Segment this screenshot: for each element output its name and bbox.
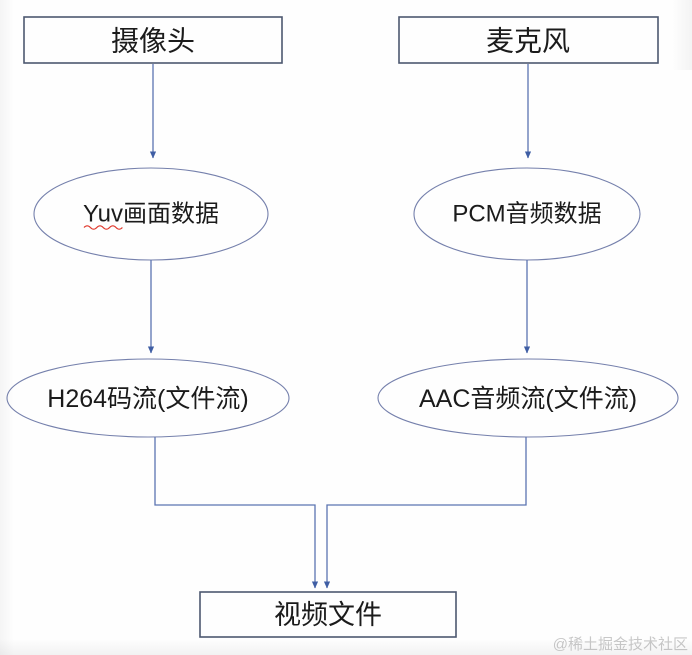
h264-label: H264码流(文件流) bbox=[47, 385, 248, 413]
video-file-label: 视频文件 bbox=[274, 600, 382, 630]
watermark: @稀土掘金技术社区 bbox=[553, 636, 688, 653]
connector-aac-to-video-file bbox=[323, 437, 527, 589]
camera-box bbox=[23, 16, 283, 64]
spellcheck-squiggle-icon bbox=[83, 225, 123, 230]
aac-ellipse bbox=[377, 358, 679, 438]
pcm-label: PCM音频数据 bbox=[452, 201, 601, 228]
microphone-label: 麦克风 bbox=[486, 26, 570, 57]
video-file-box bbox=[199, 591, 457, 638]
camera-label: 摄像头 bbox=[111, 26, 195, 57]
yuv-label: Yuv画面数据 bbox=[83, 201, 219, 228]
h264-ellipse bbox=[6, 358, 290, 438]
connector-h264-to-video-file bbox=[154, 437, 319, 589]
aac-label: AAC音频流(文件流) bbox=[419, 385, 637, 413]
microphone-box bbox=[398, 16, 659, 64]
